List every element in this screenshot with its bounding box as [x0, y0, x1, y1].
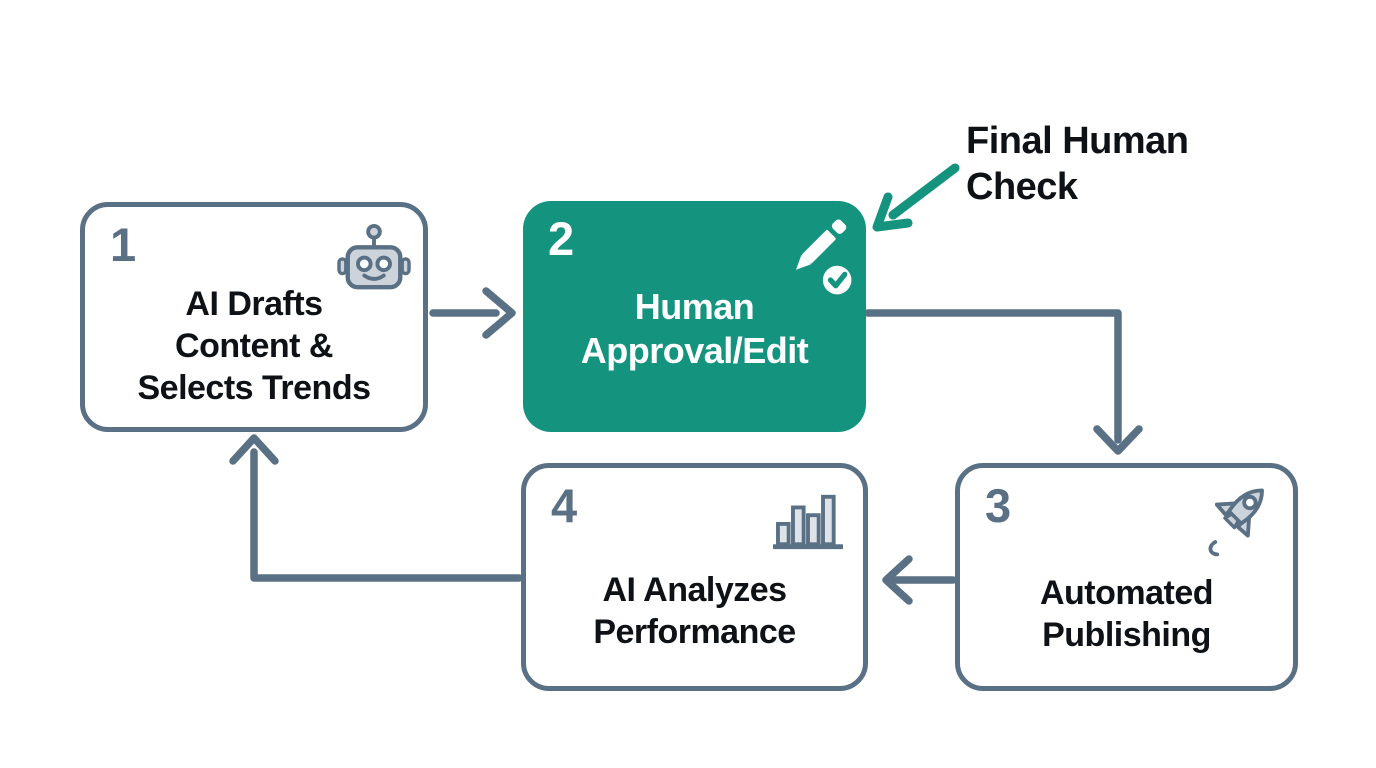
- step-label-line: Automated: [1039, 574, 1214, 612]
- step-number-1: 1: [110, 218, 137, 271]
- step-label-2: Human Approval/Edit: [523, 285, 866, 373]
- step-label-1: AI Drafts Content & Selects Trends: [85, 283, 423, 409]
- step-number-2: 2: [548, 212, 575, 265]
- annotation-line: Final Human: [966, 120, 1189, 162]
- arrow-step2-to-step3: [864, 309, 1143, 455]
- step-label-line: AI Drafts: [185, 285, 323, 323]
- arrow-step4-to-step1: [229, 434, 523, 582]
- step-box-3: 3 Automated Publishing: [955, 463, 1298, 691]
- pencil-check-icon: [780, 219, 860, 303]
- step-label-line: Performance: [593, 613, 796, 651]
- step-box-4: 4 AI Analyzes Performance: [521, 463, 868, 691]
- annotation-final-human-check: Final Human Check: [966, 118, 1189, 210]
- step-label-line: Approval/Edit: [580, 330, 809, 371]
- step-label-line: Human: [634, 286, 755, 327]
- arrow-step1-to-step2: [429, 287, 516, 339]
- step-label-line: Publishing: [1042, 616, 1211, 654]
- step-label-line: Selects Trends: [137, 369, 371, 407]
- step-label-line: AI Analyzes: [602, 571, 787, 609]
- step-box-2: 2 Human Approval/Edit: [523, 201, 866, 432]
- annotation-line: Check: [966, 166, 1078, 208]
- step-label-line: Content &: [175, 327, 333, 365]
- step-label-4: AI Analyzes Performance: [526, 569, 863, 653]
- arrow-step3-to-step4: [882, 555, 957, 605]
- step-label-3: Automated Publishing: [960, 572, 1293, 656]
- annotation-arrow: [872, 163, 960, 232]
- step-number-4: 4: [551, 479, 578, 532]
- rocket-icon: [1199, 482, 1283, 560]
- robot-icon: [337, 223, 411, 293]
- step-number-3: 3: [985, 479, 1012, 532]
- step-box-1: 1 AI Drafts Content & Selects Trends: [80, 202, 428, 432]
- bar-chart-icon: [771, 490, 845, 552]
